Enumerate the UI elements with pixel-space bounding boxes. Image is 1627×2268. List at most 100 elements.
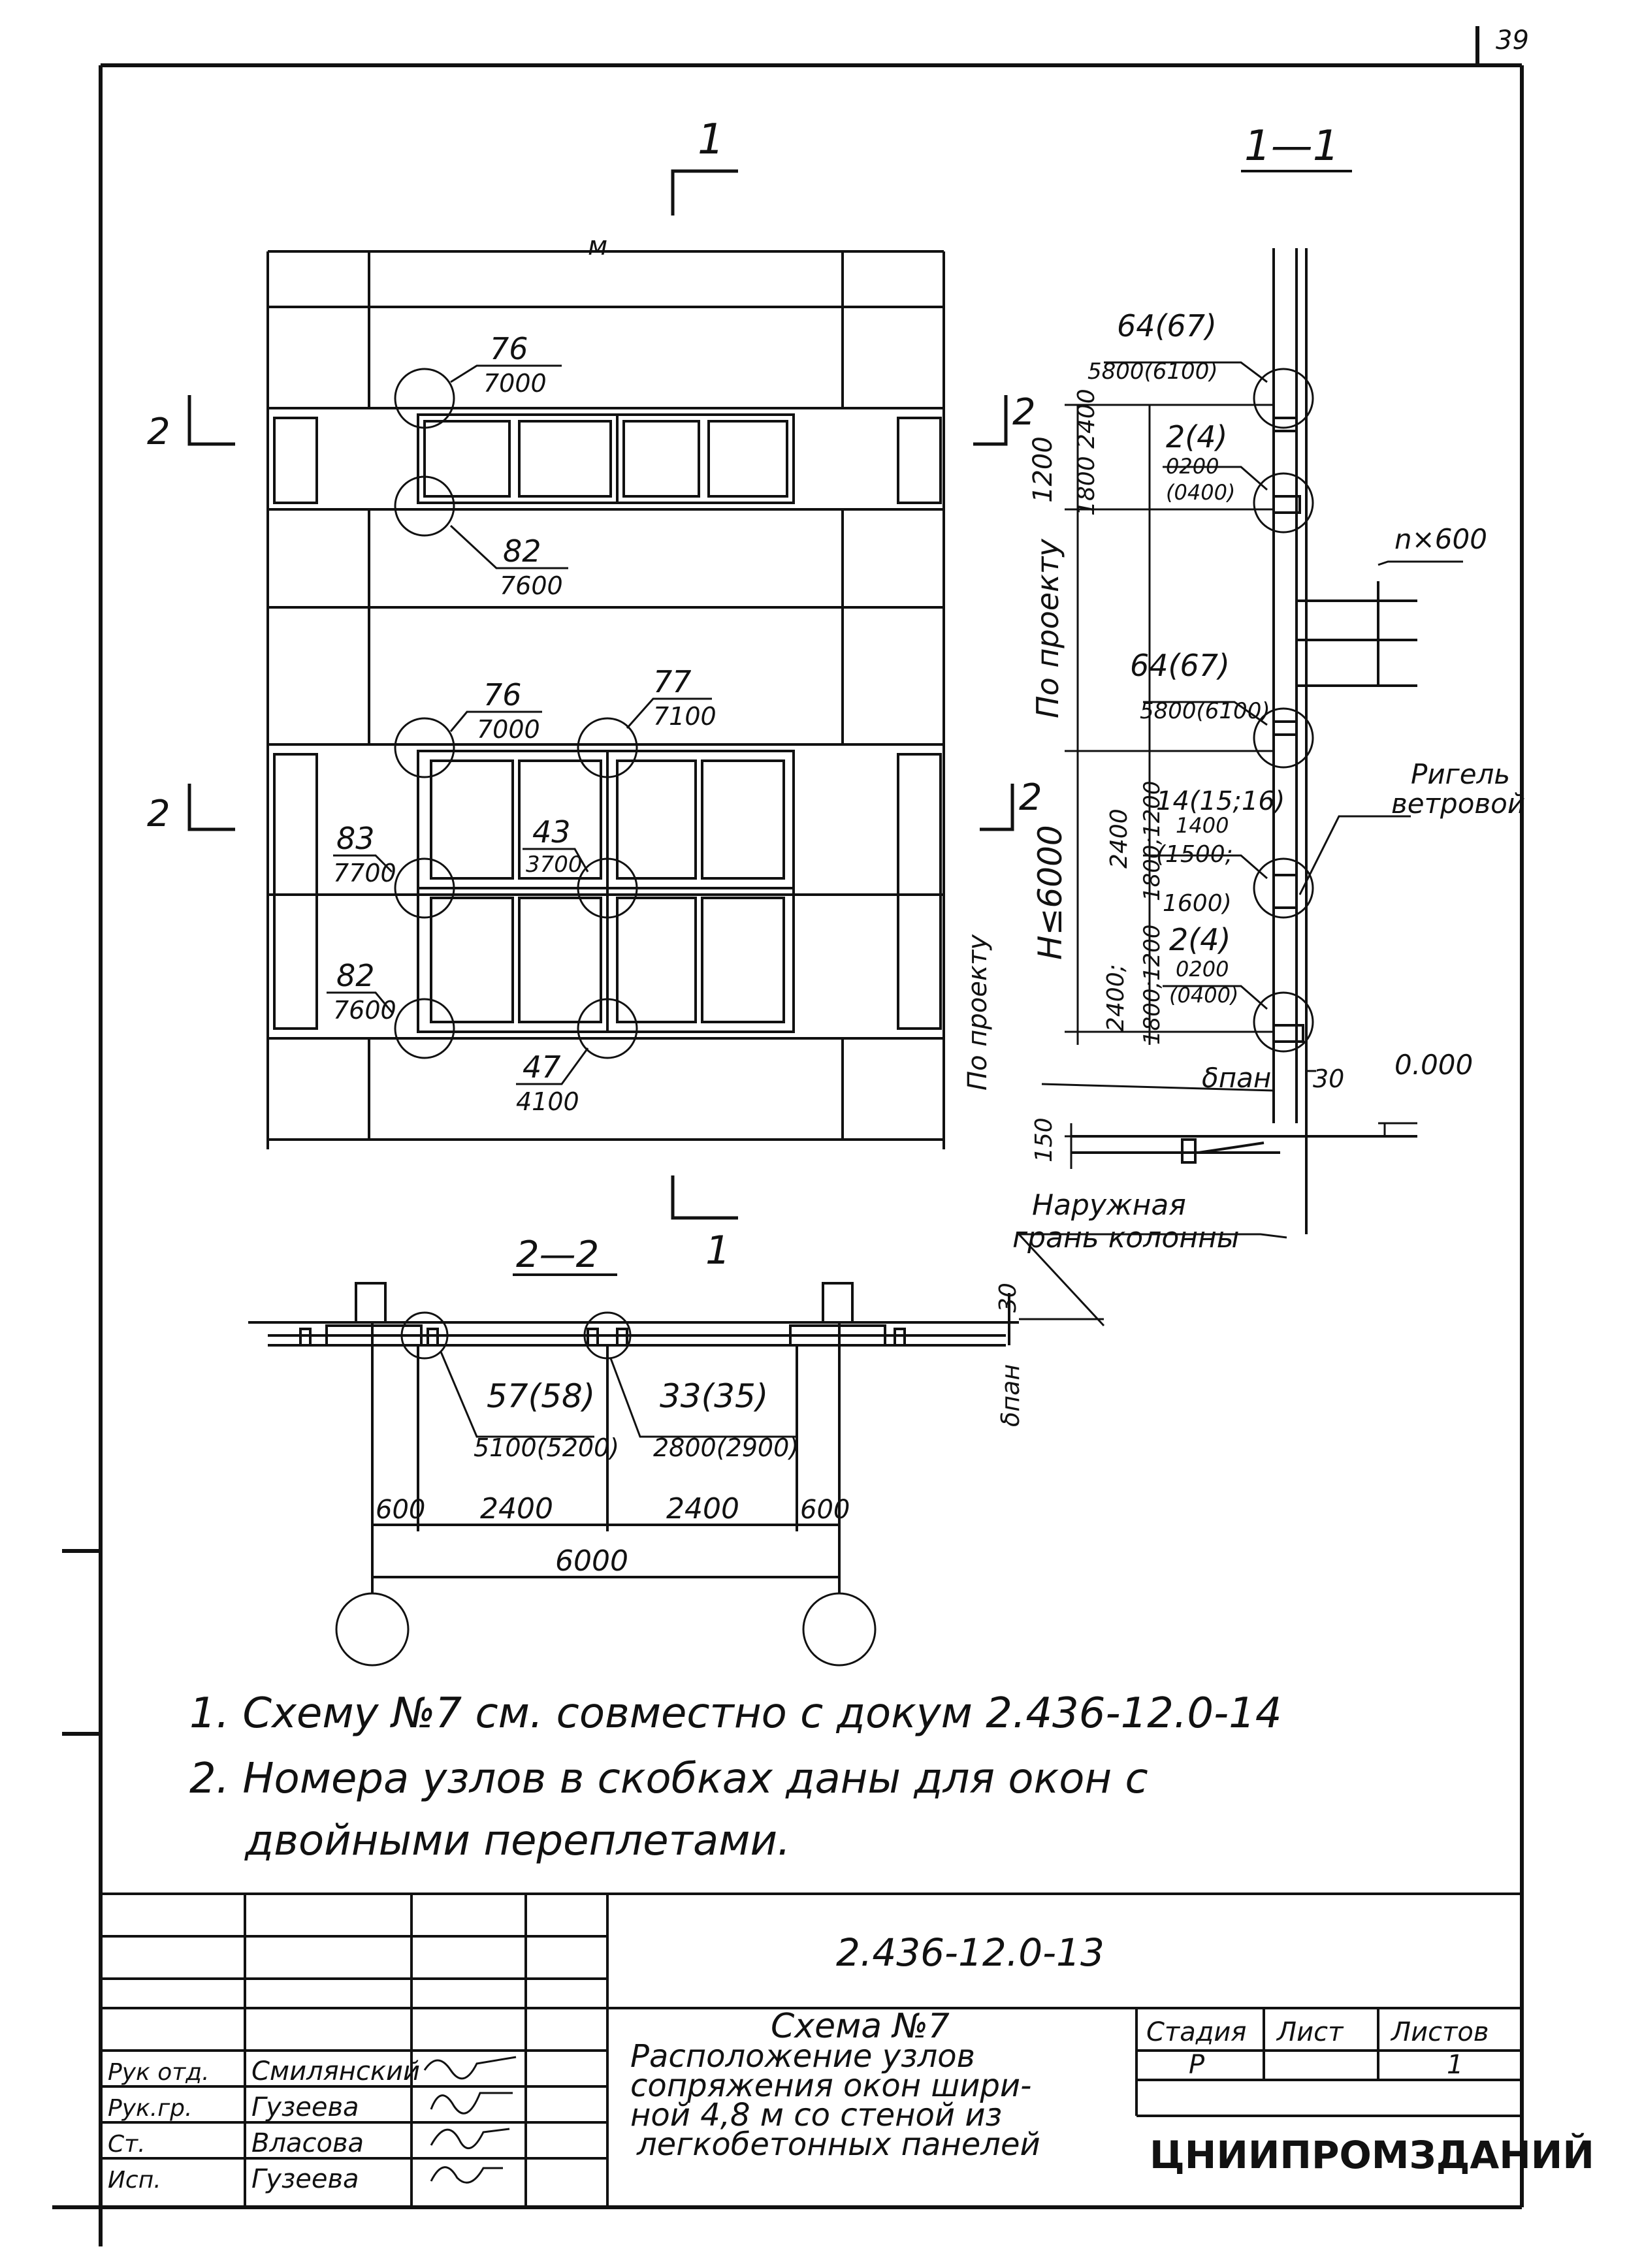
name-1: Смилянский	[251, 2056, 420, 2086]
node-47-number: 47	[523, 1049, 561, 1085]
section-mark-label: 1	[698, 116, 724, 164]
section-1-1-leaders	[1016, 361, 1463, 1327]
section-2-label-left-top: 2	[147, 411, 170, 453]
node-57-number: 57(58)	[487, 1377, 595, 1415]
node-2a-mark2: (0400)	[1166, 480, 1235, 505]
title-line-2: Расположение узлов	[630, 2038, 975, 2075]
section-2-2-title: 2—2	[516, 1234, 599, 1276]
dim-30-label-2-2: 30	[995, 1283, 1022, 1313]
node-82a-mark: 7600	[500, 571, 563, 600]
node-64b-number: 64(67)	[1130, 648, 1230, 683]
n-600-label: n×600	[1394, 523, 1487, 555]
section-2-2-mark: 1	[705, 1228, 730, 1273]
node-57-mark: 5100(5200)	[474, 1433, 619, 1462]
facade-node-circles	[394, 368, 638, 1059]
dim-600-left: 600	[376, 1495, 425, 1525]
note-1: 1. Схему №7 см. совместно с докум 2.436-…	[189, 1689, 1282, 1738]
name-4: Гузеева	[251, 2164, 359, 2194]
node-47-mark: 4100	[516, 1087, 579, 1116]
page-number: 39	[1496, 25, 1529, 56]
dim-2400-right: 2400	[666, 1492, 739, 1525]
top-dimension-label: м	[588, 231, 607, 261]
node-83-mark: 7700	[333, 859, 396, 887]
node-33-mark: 2800(2900)	[653, 1433, 799, 1462]
signature-roles: Рук отд. Рук.гр. Ст. Исп.	[108, 2059, 210, 2194]
facade-leaders	[327, 364, 712, 1085]
node-76b-mark: 7000	[477, 715, 540, 744]
sheets-header: Листов	[1390, 2017, 1489, 2047]
document-code: 2.436-12.0-13	[836, 1930, 1104, 1975]
title-line-3: сопряжения окон шири-	[630, 2068, 1031, 2104]
section-1-1-title: 1—1	[1244, 122, 1339, 170]
title-line-1: Схема №7	[771, 2007, 950, 2046]
node-82b-number: 82	[336, 958, 375, 993]
drawing-title: Схема №7 Расположение узлов сопряжения о…	[630, 2007, 1040, 2163]
section-1-1-wall	[1071, 248, 1417, 1234]
section-2-2-plan	[248, 1282, 1019, 1593]
node-64a-mark: 5800(6100)	[1087, 359, 1218, 385]
section-2-2-node-circles	[335, 1311, 877, 1667]
panel-thickness-label-2-2: δпан	[996, 1364, 1025, 1427]
dim-150: 150	[1031, 1117, 1057, 1162]
node-43-number: 43	[532, 814, 571, 850]
dim-6000: 6000	[555, 1544, 628, 1578]
facade-elevation	[266, 250, 945, 1149]
stage-value: Р	[1189, 2050, 1205, 2080]
title-block-grid	[101, 1893, 1522, 2207]
node-2b-mark2: (0400)	[1169, 983, 1238, 1008]
dim-600-right: 600	[800, 1495, 850, 1525]
title-line-4: ной 4,8 м со стеной из	[630, 2097, 1002, 2133]
note-2-continued: двойными переплетами.	[244, 1817, 790, 1865]
section-1-1-vertical-dims: 1200 1800 2400 По проекту H≤6000 2400 18…	[963, 389, 1165, 1162]
node-14-mark1: 1400	[1176, 813, 1229, 838]
dim-1800-2400: 1800 2400	[1073, 389, 1100, 516]
node-76b-number: 76	[483, 677, 522, 712]
node-2b-number: 2(4)	[1169, 922, 1231, 957]
stage-sheet-headers: Стадия Лист Листов Р 1	[1146, 2017, 1489, 2080]
dim-2400-left: 2400	[480, 1492, 553, 1525]
node-64b-mark: 5800(6100)	[1140, 698, 1270, 724]
outer-face-label-line1: Наружная	[1032, 1189, 1186, 1222]
node-76a-mark: 7000	[483, 369, 547, 398]
name-3: Власова	[251, 2128, 364, 2158]
role-3: Ст.	[108, 2131, 146, 2158]
organization-name: ЦНИИПРОМЗДАНИЙ	[1150, 2132, 1594, 2177]
dim-1800-1200-a: 1800;1200	[1139, 780, 1165, 901]
signature-names: Смилянский Гузеева Власова Гузеева	[251, 2056, 420, 2194]
node-64a-number: 64(67)	[1117, 308, 1217, 343]
node-2b-mark1: 0200	[1176, 957, 1229, 982]
po-proektu-label: По проекту	[1030, 538, 1065, 718]
role-4: Исп.	[108, 2167, 161, 2194]
node-33-number: 33(35)	[660, 1377, 768, 1415]
section-2-label-right-bottom: 2	[1019, 776, 1042, 819]
sheet-frame	[52, 26, 1524, 2246]
dim-1800-1200-b: 1800;1200	[1139, 924, 1165, 1045]
node-82a-number: 82	[503, 534, 541, 569]
po-proektu-label-2: По проекту	[963, 934, 993, 1091]
role-2: Рук.гр.	[108, 2095, 192, 2122]
height-label: H≤6000	[1031, 825, 1069, 960]
note-2: 2. Номера узлов в скобках даны для окон …	[189, 1755, 1148, 1803]
node-14-number: 14(15;16)	[1156, 786, 1285, 816]
notes: 1. Схему №7 см. совместно с докум 2.436-…	[189, 1689, 1282, 1865]
dim-30-label: 30	[1313, 1064, 1344, 1093]
outer-face-label-line2: грань колонны	[1012, 1221, 1240, 1254]
section-2-2-labels: 57(58) 5100(5200) 33(35) 2800(2900) 30 δ…	[376, 1283, 1025, 1578]
handwritten-signatures	[423, 2056, 517, 2184]
node-2a-number: 2(4)	[1166, 419, 1227, 455]
section-2-label-right-top: 2	[1012, 391, 1036, 434]
name-2: Гузеева	[251, 2092, 359, 2122]
sheets-value: 1	[1447, 2050, 1463, 2080]
zero-level-label: 0.000	[1394, 1049, 1473, 1081]
node-14-mark2: (1500;	[1156, 841, 1233, 868]
dim-1200: 1200	[1028, 436, 1058, 503]
node-76a-number: 76	[490, 331, 528, 366]
node-77-number: 77	[653, 664, 692, 699]
dim-2400-a: 2400	[1106, 808, 1133, 869]
role-1: Рук отд.	[108, 2059, 210, 2086]
node-82b-mark: 7600	[333, 996, 396, 1025]
rigel-label-line2: ветровой	[1391, 788, 1525, 820]
sheet-header: Лист	[1276, 2017, 1344, 2047]
node-77-mark: 7100	[653, 702, 717, 731]
node-83-number: 83	[336, 821, 375, 856]
